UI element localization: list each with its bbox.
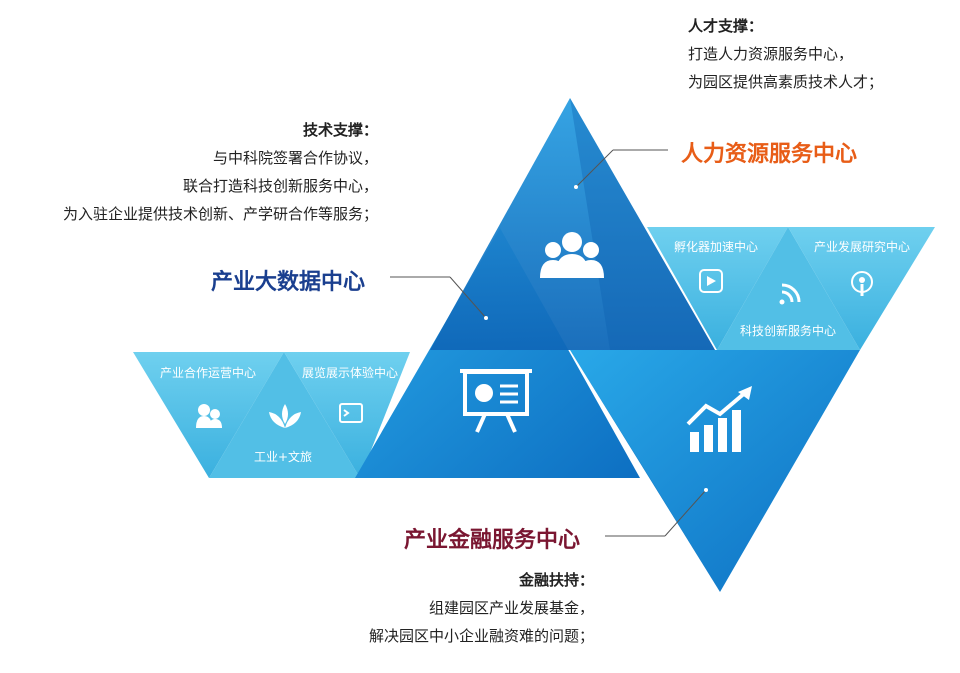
tri-bigdata bbox=[355, 228, 640, 478]
tech-note-line-3: 为入驻企业提供技术创新、产学研合作等服务； bbox=[62, 205, 378, 223]
tri-right-2 bbox=[717, 227, 860, 350]
hr-note-line-2: 为园区提供高素质技术人才； bbox=[688, 73, 884, 91]
leaf-icon bbox=[269, 404, 301, 428]
play-icon bbox=[699, 269, 723, 293]
tri-right-1 bbox=[647, 227, 788, 350]
tri-left-3 bbox=[284, 352, 410, 478]
signal-icon bbox=[779, 283, 801, 305]
tech-note: 技术支撑： 与中科院签署合作协议， 联合打造科技创新服务中心， 为入驻企业提供技… bbox=[63, 116, 378, 228]
label-incubator: 孵化器加速中心 bbox=[673, 240, 759, 254]
finance-title: 产业金融服务中心 bbox=[404, 528, 581, 553]
tri-finance bbox=[570, 350, 860, 592]
finance-note-line-1: 组建园区产业发展基金， bbox=[428, 599, 594, 617]
pointer-dot-hr bbox=[574, 185, 578, 189]
finance-note: 金融扶持： 组建园区产业发展基金， 解决园区中小企业融资难的问题； bbox=[369, 566, 594, 650]
tri-left-1 bbox=[133, 352, 284, 478]
people-group-icon bbox=[540, 232, 604, 278]
tri-finance-shade bbox=[570, 350, 720, 592]
finance-note-heading: 金融扶持： bbox=[518, 571, 594, 589]
people-icon bbox=[196, 404, 222, 428]
label-industry-coop: 产业合作运营中心 bbox=[159, 366, 257, 380]
podcast-icon bbox=[851, 271, 873, 296]
hr-note: 人才支撑： 打造人力资源服务中心， 为园区提供高素质技术人才； bbox=[688, 12, 883, 96]
growth-chart-icon bbox=[686, 386, 752, 452]
finance-note-line-2: 解决园区中小企业融资难的问题； bbox=[368, 627, 594, 645]
bigdata-title: 产业大数据中心 bbox=[211, 270, 366, 295]
tri-shade bbox=[570, 98, 715, 350]
tri-hr bbox=[430, 98, 715, 350]
pointer-finance-d bbox=[664, 489, 707, 537]
hr-note-heading: 人才支撑： bbox=[688, 17, 764, 35]
hr-note-line-1: 打造人力资源服务中心， bbox=[688, 45, 854, 63]
pointer-dot-finance bbox=[704, 488, 708, 492]
pointer-hr bbox=[575, 149, 614, 188]
tech-note-heading: 技术支撑： bbox=[302, 121, 378, 139]
presentation-board-icon bbox=[460, 369, 532, 433]
pointer-bigdata-d bbox=[449, 276, 487, 319]
pointer-dot-bigdata bbox=[484, 316, 488, 320]
label-exhibition: 展览展示体验中心 bbox=[301, 366, 399, 380]
terminal-icon bbox=[339, 403, 363, 423]
label-industry-tourism: 工业+文旅 bbox=[253, 450, 313, 464]
tech-note-line-1: 与中科院签署合作协议， bbox=[212, 149, 378, 167]
label-tech-innovation: 科技创新服务中心 bbox=[739, 324, 837, 338]
tech-note-line-2: 联合打造科技创新服务中心， bbox=[182, 177, 378, 195]
label-industry-research: 产业发展研究中心 bbox=[813, 240, 911, 254]
hr-title: 人力资源服务中心 bbox=[681, 142, 858, 167]
